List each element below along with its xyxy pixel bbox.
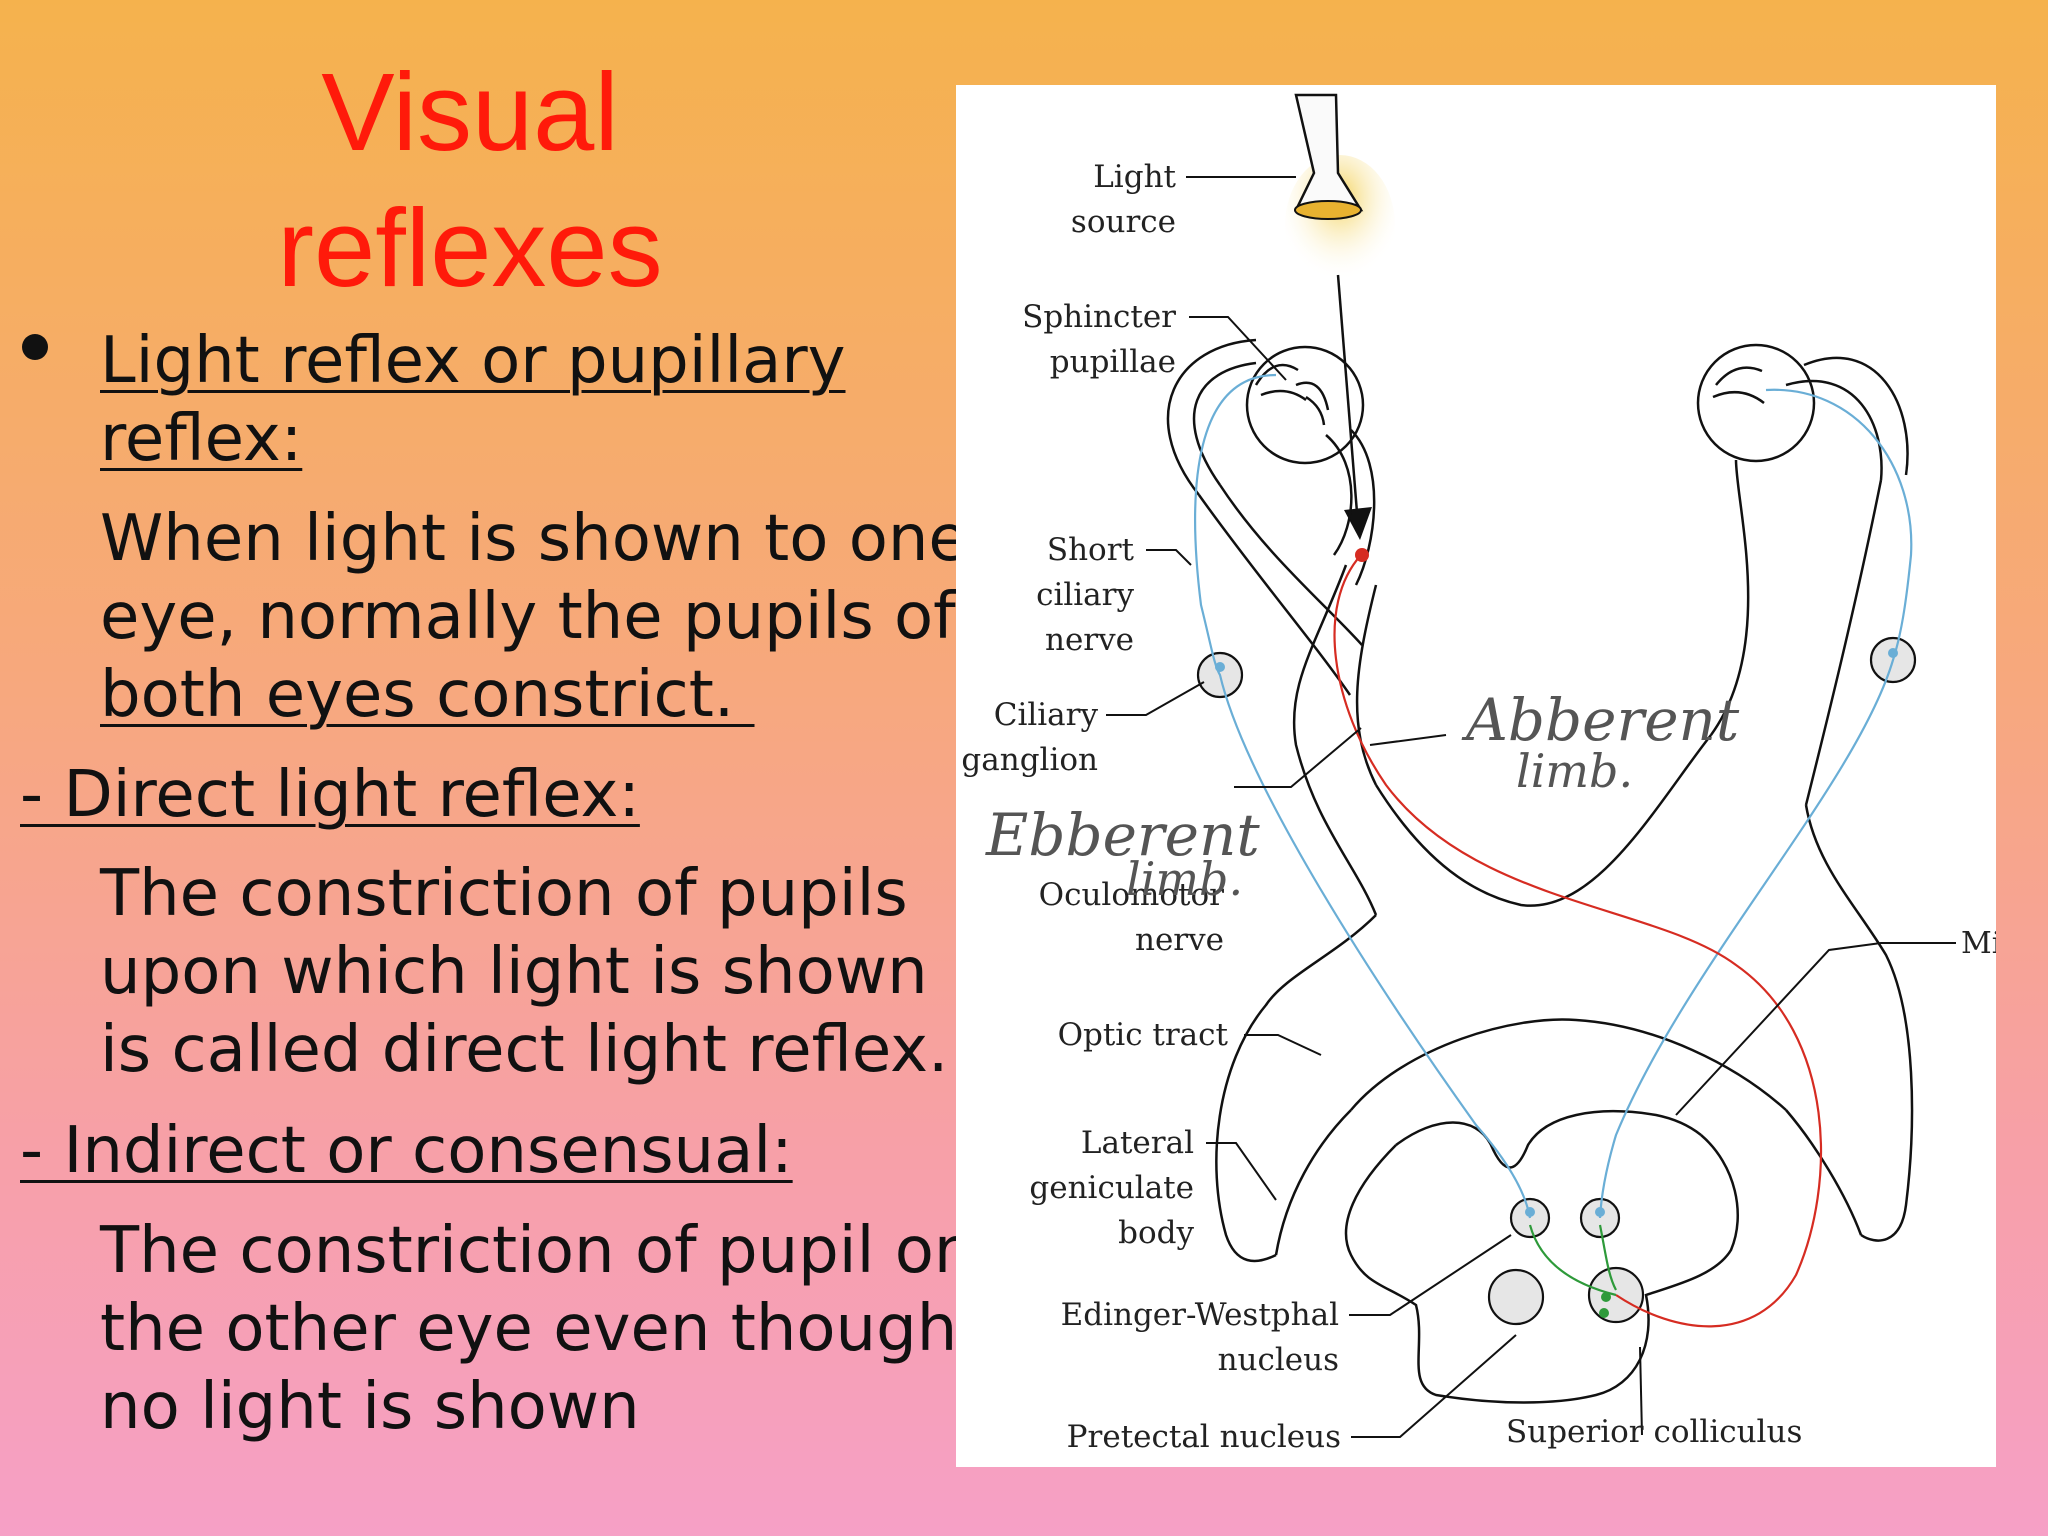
label-edinger-westphal-2: nucleus bbox=[1218, 1342, 1339, 1378]
indirect-line-1: The constriction of pupil on bbox=[100, 1214, 975, 1288]
direct-line-2: upon which light is shown bbox=[100, 935, 928, 1009]
label-short-ciliary-2: ciliary bbox=[1036, 577, 1134, 613]
label-oculomotor-1: Oculomotor bbox=[1039, 877, 1225, 913]
direct-heading: - Direct light reflex: bbox=[20, 758, 640, 832]
right-eye bbox=[1696, 343, 1909, 481]
label-ciliary-ganglion-2: ganglion bbox=[961, 742, 1098, 778]
label-light-source-1: Light bbox=[1093, 159, 1176, 195]
retina-receptor-dot bbox=[1355, 548, 1369, 562]
light-source-icon bbox=[1285, 93, 1395, 295]
indirect-line-3: no light is shown bbox=[100, 1370, 640, 1444]
afferent-path-red bbox=[1333, 554, 1823, 1328]
slide-body: Light reflex or pupillary reflex: When l… bbox=[0, 0, 974, 1536]
label-lateral-geniculate-3: body bbox=[1118, 1215, 1194, 1251]
label-short-ciliary-1: Short bbox=[1047, 532, 1135, 568]
label-superior-colliculus: Superior colliculus bbox=[1506, 1414, 1802, 1450]
para1-line-2: eye, normally the pupils of bbox=[100, 580, 956, 654]
title-line-1: Visual bbox=[321, 51, 619, 174]
left-eye bbox=[1166, 338, 1376, 696]
para1-line-3: both eyes constrict. bbox=[100, 658, 755, 732]
label-light-source-2: source bbox=[1071, 204, 1176, 240]
left-pretectal-nucleus bbox=[1487, 1268, 1545, 1326]
bullet-heading-line-2: reflex: bbox=[100, 402, 303, 476]
label-midbrain: Midbrain bbox=[1961, 926, 1996, 961]
efferent-path-blue bbox=[1194, 373, 1913, 1219]
label-pretectal-nucleus: Pretectal nucleus bbox=[1067, 1419, 1341, 1455]
handwritten-efferent-2: limb. bbox=[1126, 852, 1243, 906]
label-lateral-geniculate-2: geniculate bbox=[1029, 1170, 1194, 1206]
title-line-2: reflexes bbox=[277, 187, 663, 310]
para1-line-1: When light is shown to one bbox=[100, 502, 968, 576]
indirect-heading: - Indirect or consensual: bbox=[20, 1114, 793, 1188]
light-ray-arrow bbox=[1336, 274, 1372, 540]
label-sphincter-2: pupillae bbox=[1050, 344, 1176, 380]
label-edinger-westphal-1: Edinger-Westphal bbox=[1061, 1297, 1339, 1333]
bullet-icon bbox=[22, 334, 48, 360]
handwritten-afferent-2: limb. bbox=[1516, 744, 1633, 798]
leader-lines bbox=[1106, 176, 1956, 1438]
label-lateral-geniculate-1: Lateral bbox=[1081, 1125, 1194, 1161]
interneuron-path-green bbox=[1528, 1224, 1617, 1297]
label-short-ciliary-3: nerve bbox=[1045, 622, 1134, 658]
handwritten-efferent-1: Ebberent bbox=[985, 801, 1260, 869]
bullet-heading-line-1: Light reflex or pupillary bbox=[100, 324, 846, 398]
indirect-line-2: the other eye even though bbox=[100, 1292, 958, 1366]
pupillary-reflex-diagram: Light source Sphincter pupillae Short ci… bbox=[956, 85, 1996, 1467]
brain-pathway-outline bbox=[1215, 459, 1914, 1404]
label-ciliary-ganglion-1: Ciliary bbox=[994, 697, 1099, 733]
label-oculomotor-2: nerve bbox=[1135, 922, 1224, 958]
direct-line-1: The constriction of pupils bbox=[100, 857, 908, 931]
label-optic-tract: Optic tract bbox=[1058, 1017, 1229, 1053]
slide-title: Visual reflexes bbox=[160, 45, 780, 317]
label-sphincter-1: Sphincter bbox=[1022, 299, 1176, 335]
direct-line-3: is called direct light reflex. bbox=[100, 1013, 949, 1087]
handwritten-afferent-1: Abberent bbox=[1461, 686, 1740, 754]
